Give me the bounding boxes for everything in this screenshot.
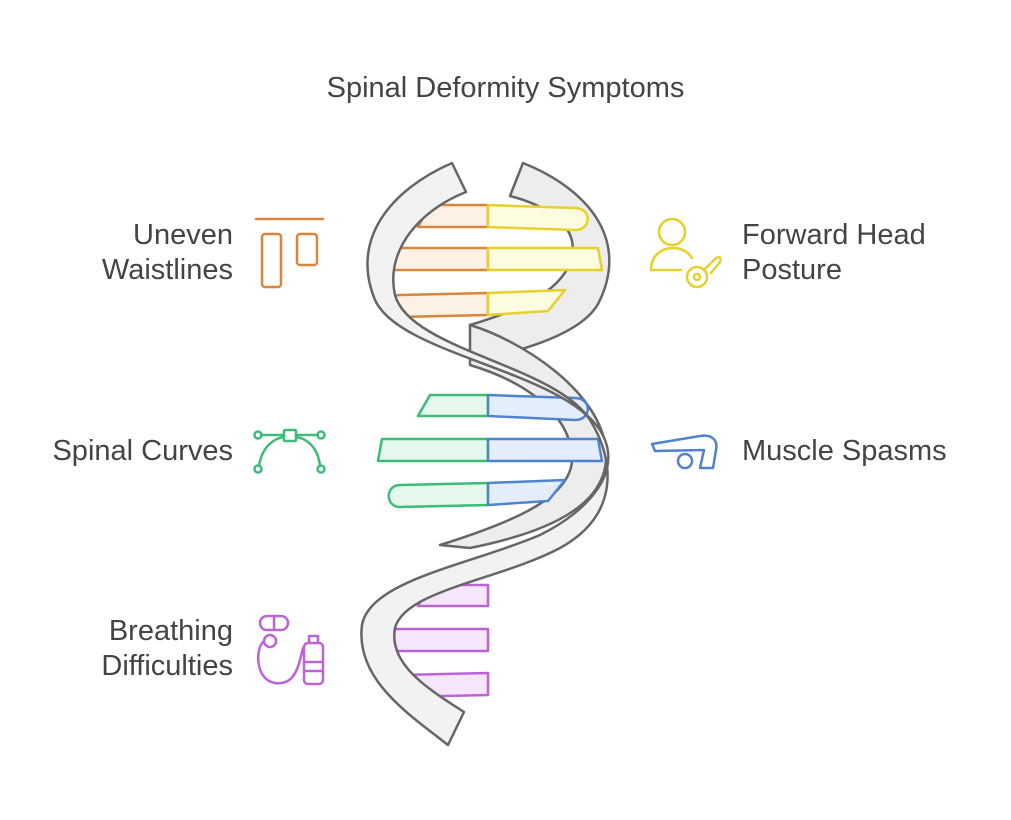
breathing-difficulties-icon	[257, 614, 325, 686]
label-uneven-waistlines-line1: Uneven	[133, 219, 233, 251]
label-breathing-difficulties: Breathing Difficulties	[101, 614, 233, 684]
rung-group-muscle-spasms	[486, 393, 604, 507]
uneven-waistlines-icon	[254, 217, 325, 289]
label-forward-head-posture-line2: Posture	[742, 254, 842, 286]
label-breathing-difficulties-line1: Breathing	[108, 615, 233, 647]
diagram-title: Spinal Deformity Symptoms	[326, 72, 685, 104]
label-uneven-waistlines-line2: Waistlines	[101, 254, 233, 286]
label-breathing-difficulties-line2: Difficulties	[101, 650, 233, 682]
rung-group-spinal-curves	[376, 393, 490, 509]
dna-front-strand	[360, 161, 610, 747]
label-spinal-curves: Spinal Curves	[52, 434, 233, 469]
label-spinal-curves-line1: Spinal Curves	[52, 435, 233, 467]
label-muscle-spasms: Muscle Spasms	[742, 434, 947, 469]
label-forward-head-posture-line1: Forward Head	[742, 219, 926, 251]
rung-group-forward-head-posture	[486, 203, 604, 317]
forward-head-posture-icon	[649, 217, 722, 289]
muscle-spasms-icon	[650, 434, 718, 470]
label-uneven-waistlines: Uneven Waistlines	[102, 218, 233, 288]
label-forward-head-posture: Forward Head Posture	[742, 218, 926, 288]
spinal-curves-icon	[253, 428, 326, 474]
label-muscle-spasms-line1: Muscle Spasms	[742, 435, 947, 467]
